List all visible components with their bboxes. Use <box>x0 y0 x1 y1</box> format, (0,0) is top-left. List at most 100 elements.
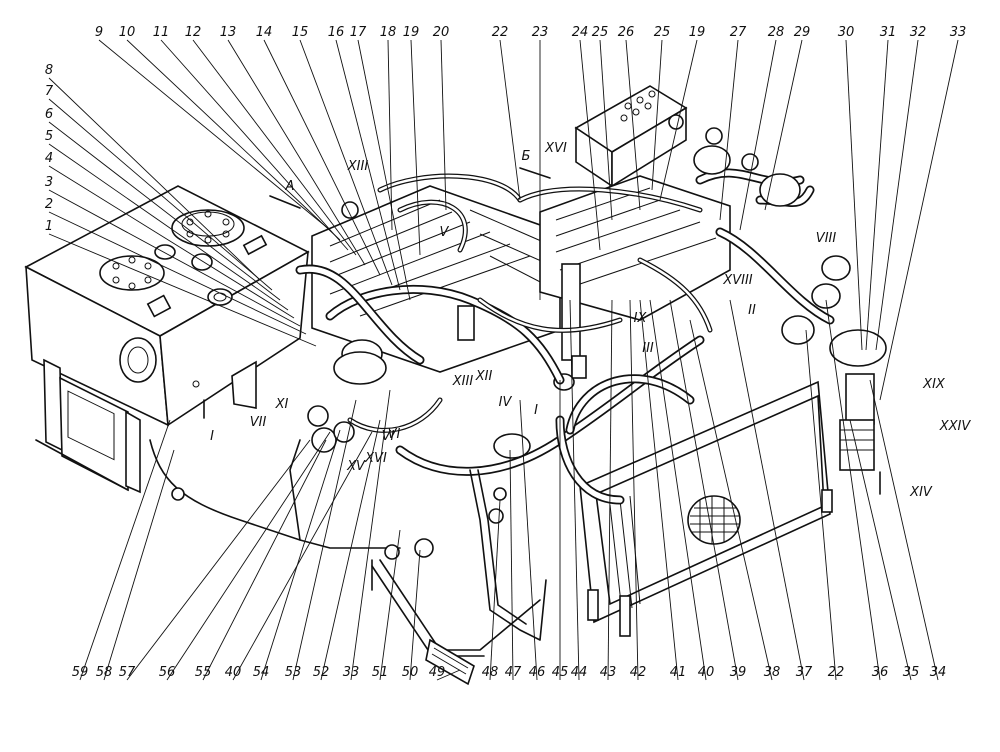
view-mark: A <box>285 179 295 194</box>
section-mark: XII <box>475 369 493 384</box>
leader-line <box>48 165 295 319</box>
leader-line <box>410 39 421 256</box>
callout-label: 27 <box>730 25 747 40</box>
leader-line <box>845 39 863 351</box>
section-mark: XI <box>275 397 289 412</box>
section-mark: XXIV <box>939 419 972 434</box>
callout-label: 15 <box>292 25 309 40</box>
section-mark: I <box>534 403 538 418</box>
callout-label: 28 <box>768 25 785 40</box>
leader-line <box>409 549 421 681</box>
leader-line <box>192 39 357 256</box>
callout-label: 14 <box>256 25 273 40</box>
view-mark: Б <box>522 149 531 164</box>
leader-line <box>569 299 580 681</box>
view-arrow <box>519 167 551 179</box>
callout-label: 51 <box>372 665 389 680</box>
callout-label: 45 <box>552 665 569 680</box>
callout-label: 55 <box>195 665 212 680</box>
section-mark: VI <box>388 427 401 442</box>
callout-label: 37 <box>796 665 813 680</box>
leader-line <box>499 39 521 201</box>
callout-label: 56 <box>159 665 176 680</box>
leader-line <box>719 39 739 221</box>
leader-line <box>879 39 959 401</box>
section-mark: XIV <box>909 485 933 500</box>
control-valve-block <box>574 85 688 188</box>
leader-line <box>48 143 289 311</box>
section-mark: XIX <box>922 377 946 392</box>
leader-line <box>227 39 366 266</box>
callout-label: 40 <box>225 665 242 680</box>
leader-line <box>320 419 381 681</box>
section-mark: VI <box>382 429 395 444</box>
hydraulic-lines <box>149 114 887 686</box>
leader-line <box>436 669 461 681</box>
leader-line <box>160 39 349 251</box>
leader-line <box>607 299 613 681</box>
callout-label: 34 <box>930 665 947 680</box>
leader-line <box>292 399 357 681</box>
callout-label: 46 <box>529 665 546 680</box>
leader-line <box>579 39 601 251</box>
callout-label: 17 <box>350 25 367 40</box>
section-mark: XVI <box>544 141 567 156</box>
leader-line <box>126 39 341 241</box>
callout-label: 25 <box>592 25 609 40</box>
leader-line <box>350 389 391 681</box>
leader-line <box>651 39 663 191</box>
callout-label: 59 <box>72 665 89 680</box>
callout-label: 25 <box>654 25 671 40</box>
section-mark: XV <box>346 459 366 474</box>
leader-line <box>357 39 411 301</box>
callout-label: 54 <box>253 665 270 680</box>
callout-label: 5 <box>45 129 53 144</box>
leader-line <box>764 39 803 211</box>
callout-label: 19 <box>403 25 420 40</box>
callout-label: 36 <box>872 665 889 680</box>
leader-line <box>509 449 514 681</box>
leader-line <box>335 39 401 291</box>
leader-line <box>260 429 341 681</box>
callout-label: 40 <box>698 665 715 680</box>
callout-label: 16 <box>328 25 345 40</box>
section-mark: IV <box>499 395 513 410</box>
leader-line <box>865 39 889 351</box>
leader-line <box>387 39 393 231</box>
valve-distributor-assembly <box>311 175 731 459</box>
callout-label: 22 <box>828 665 845 680</box>
section-mark: II <box>748 303 756 318</box>
leader-line <box>79 419 171 681</box>
callout-label: 48 <box>482 665 499 680</box>
callout-label: 35 <box>903 665 920 680</box>
callout-label: 50 <box>402 665 419 680</box>
leader-line <box>489 499 501 681</box>
callout-label: 44 <box>571 665 588 680</box>
callout-label: 4 <box>45 151 53 166</box>
leader-line <box>825 299 881 681</box>
leader-line <box>729 299 805 681</box>
callout-label: 26 <box>618 25 635 40</box>
leader-line <box>48 121 281 301</box>
leader-line <box>805 329 837 681</box>
leader-line <box>48 189 301 327</box>
leader-line <box>849 419 912 681</box>
section-mark: XIII <box>452 374 474 389</box>
leader-line <box>232 431 373 681</box>
callout-label: 12 <box>185 25 202 40</box>
leader-line <box>519 399 538 681</box>
leader-line <box>98 39 331 231</box>
callout-label: 13 <box>220 25 237 40</box>
callout-label: 43 <box>600 665 617 680</box>
callout-label: 47 <box>505 665 522 680</box>
view-arrow <box>269 195 301 209</box>
callout-label: 53 <box>285 665 302 680</box>
callout-label: 32 <box>910 25 927 40</box>
leader-line <box>440 39 447 211</box>
callout-label: 2 <box>45 197 53 212</box>
leader-line <box>103 449 175 681</box>
section-mark: VII <box>250 415 267 430</box>
